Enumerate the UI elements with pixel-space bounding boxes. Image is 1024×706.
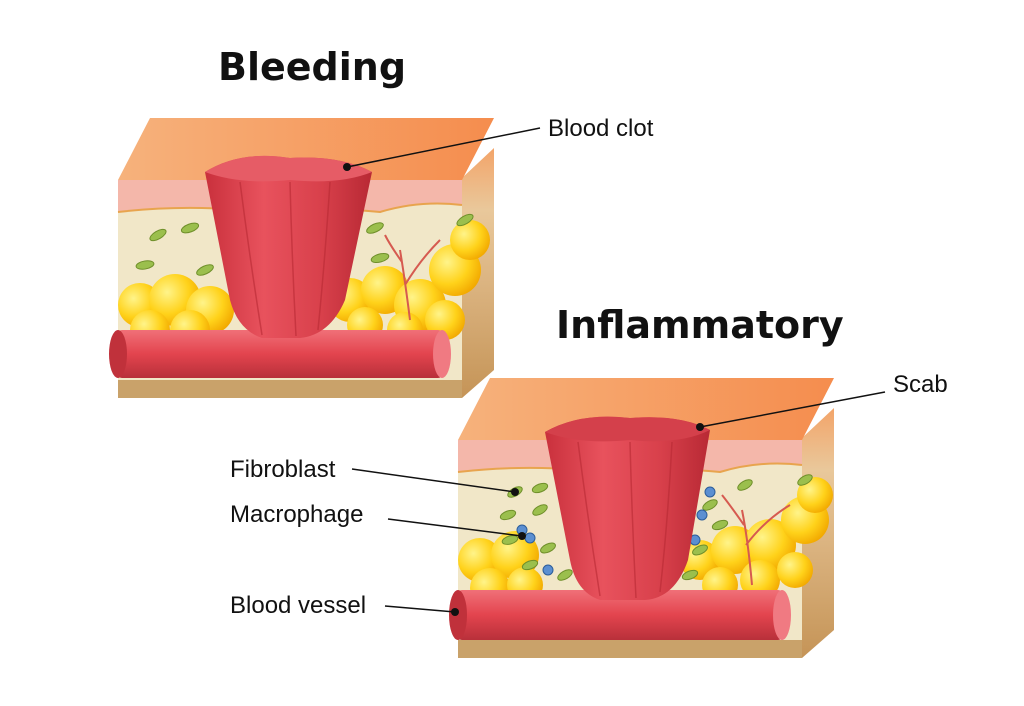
inflammatory-title: Inflammatory — [556, 303, 844, 347]
capillary — [721, 494, 791, 586]
fibroblast-leader — [351, 468, 516, 493]
fibroblast-cells — [499, 474, 813, 581]
fibroblast-marker — [511, 488, 519, 496]
blood-clot-leader — [346, 127, 541, 168]
blood-clot-label: Blood clot — [548, 115, 654, 142]
blood-vessel-inflammatory — [449, 590, 791, 640]
skin-top-surface — [458, 378, 834, 440]
macrophage-leader — [387, 518, 523, 537]
capillary — [384, 234, 441, 321]
blood-vessel-bleeding — [109, 330, 451, 378]
base-layer — [458, 640, 802, 658]
skin-top-surface — [118, 118, 494, 180]
blood-vessel-leader — [384, 605, 456, 613]
scab-leader — [699, 391, 886, 428]
blood-clot-marker — [343, 163, 351, 171]
bleeding-panel: Bleeding Blood clot — [109, 45, 654, 398]
scab-marker — [696, 423, 704, 431]
blood-clot-shape — [205, 155, 372, 338]
macrophage-marker — [518, 532, 526, 540]
inflammatory-panel: Inflammatory Scab Fibroblast Macrophage … — [230, 303, 948, 658]
macrophage-label: Macrophage — [230, 501, 363, 528]
blood-vessel-marker — [451, 608, 459, 616]
blood-vessel-label: Blood vessel — [230, 592, 366, 619]
scab-label: Scab — [893, 371, 948, 398]
bleeding-title: Bleeding — [218, 45, 406, 89]
macrophage-cells — [516, 486, 716, 576]
fat-cells — [118, 220, 490, 350]
fibroblast-label: Fibroblast — [230, 456, 336, 483]
base-layer — [118, 380, 462, 398]
fibroblast-cells — [135, 213, 474, 276]
scab-shape — [545, 416, 710, 600]
